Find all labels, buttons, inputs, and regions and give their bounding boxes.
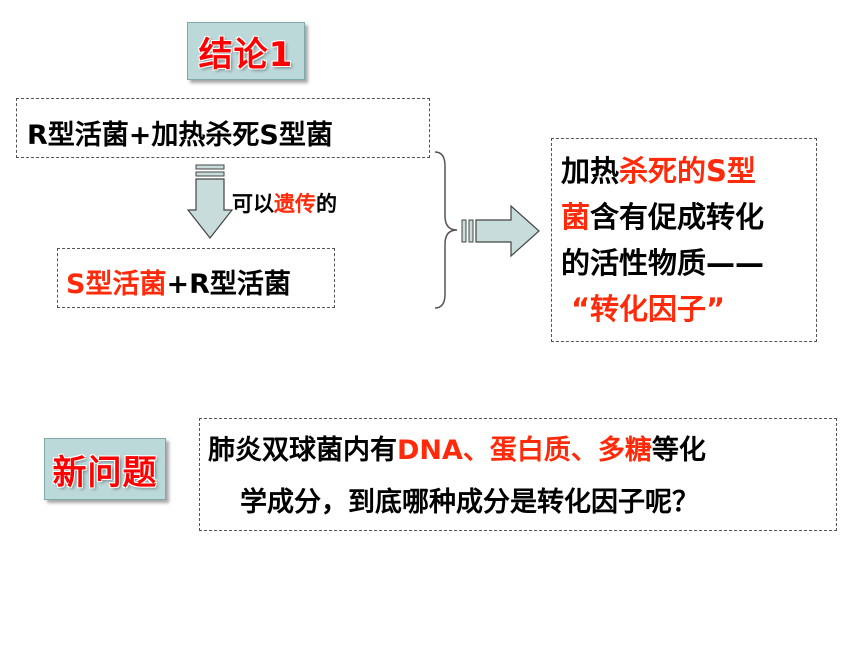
conclusion-badge-label: 结论1 [198,34,294,75]
arrow-label: 可以遗传的 [232,188,337,218]
top-box-text: R型活菌+加热杀死S型菌 [27,120,333,151]
result-box-text: S型活菌+R型活菌 [66,262,291,301]
question-line2: 学成分，到底哪种成分是转化因子呢？ [240,487,699,518]
arrow-label-part2: 遗传 [274,192,316,216]
right-arrow-icon [461,204,540,258]
conclusion-box [551,138,817,342]
question-box [199,418,837,531]
conclusion-line2-b: 含有促成转化 [590,200,765,234]
conclusion-line3: 的活性物质—— [561,246,765,280]
conclusion-line2-a: 菌 [561,200,591,234]
conclusion-line1-a: 加热 [561,154,620,188]
question-line1-a: 肺炎双球菌内有 [208,435,397,466]
down-arrow-icon [186,164,234,239]
conclusion-line2: 菌含有促成转化 [561,194,764,240]
conclusion-line4: “转化因子” [571,292,726,326]
question-badge-label: 新问题 [52,452,158,493]
arrow-label-part3: 的 [316,192,337,216]
conclusion-line1-b: 杀死的S型 [619,154,756,188]
arrow-label-part1: 可以 [232,192,274,216]
result-part1: S型活菌 [66,269,167,300]
top-box [16,98,430,158]
conclusion-line1: 加热杀死的S型 [561,148,756,194]
right-brace-icon [434,151,458,309]
question-line1: 肺炎双球菌内有DNA、蛋白质、多糖等化 [208,428,706,467]
question-badge: 新问题 [44,438,166,500]
result-part2: +R型活菌 [166,269,291,300]
question-line1-b: DNA、蛋白质、多糖 [397,435,652,466]
conclusion-badge: 结论1 [187,22,305,80]
result-box [57,248,335,308]
question-line1-c: 等化 [651,435,706,466]
